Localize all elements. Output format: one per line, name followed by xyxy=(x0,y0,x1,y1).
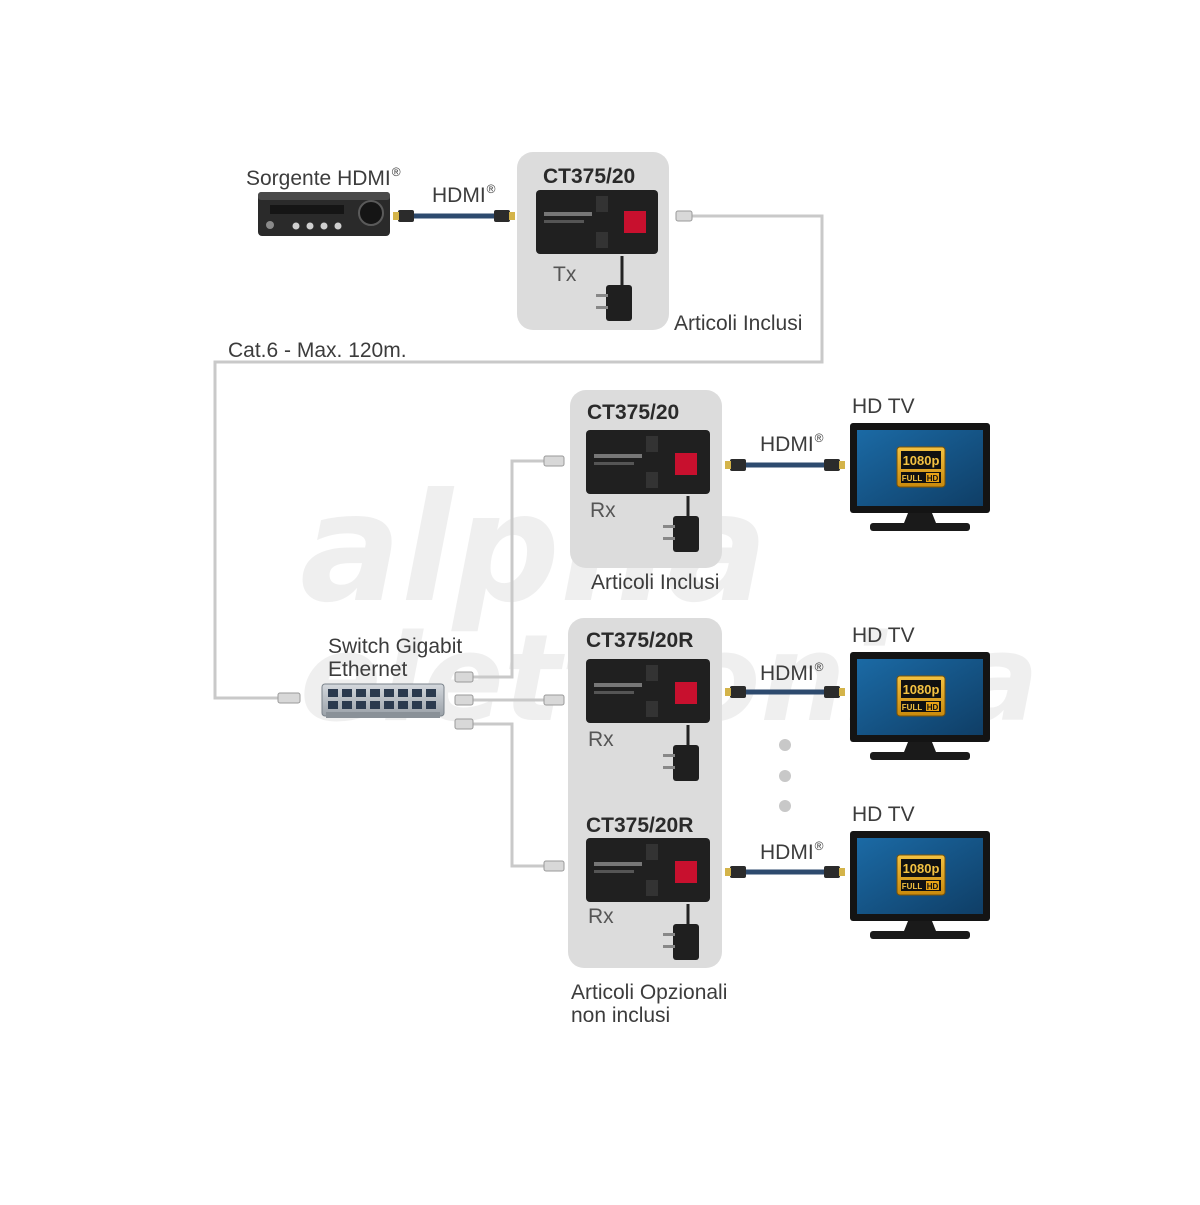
hdmi-cables xyxy=(393,210,845,878)
gigabit-switch xyxy=(321,683,445,718)
hdmi-label-tv-2: HDMI® xyxy=(760,661,824,684)
power-adapter-rx-1 xyxy=(663,496,699,552)
hdmi-label-text: HDMI xyxy=(432,184,486,207)
receiver-model-optional-a: CT375/20R xyxy=(586,629,694,652)
hdtv-label-3: HD TV xyxy=(852,803,915,826)
cat6-cable-receiver-1 xyxy=(470,459,562,679)
hdmi-cable-source xyxy=(393,210,515,222)
hdmi-label-text: HDMI xyxy=(760,433,814,456)
switch-port xyxy=(342,689,352,697)
rx-label-2: Rx xyxy=(588,728,614,751)
switch-port xyxy=(398,689,408,697)
resolution-badge-text: 1080p xyxy=(903,861,940,876)
switch-port xyxy=(426,701,436,709)
included-label-rx: Articoli Inclusi xyxy=(591,571,720,594)
hdmi-label-text: HDMI xyxy=(760,841,814,864)
hdmi-label-source: HDMI® xyxy=(432,183,496,206)
hdmi-label-tv-3: HDMI® xyxy=(760,840,824,863)
switch-port xyxy=(328,701,338,709)
switch-port xyxy=(370,701,380,709)
tx-label: Tx xyxy=(553,263,577,286)
more-receivers-dots xyxy=(779,739,791,812)
registered-mark: ® xyxy=(814,431,824,445)
switch-port xyxy=(356,701,366,709)
switch-port xyxy=(370,689,380,697)
registered-mark: ® xyxy=(814,660,824,674)
hdmi-label-text: HDMI xyxy=(760,662,814,685)
hd-badge-text: HD xyxy=(927,703,939,712)
rx-label-3: Rx xyxy=(588,905,614,928)
hdmi-cable-tv-3 xyxy=(725,866,845,878)
receiver-model-included: CT375/20 xyxy=(587,401,680,424)
power-adapter-tx xyxy=(596,256,632,321)
resolution-badge-text: 1080p xyxy=(903,682,940,697)
registered-mark: ® xyxy=(814,839,824,853)
cat6-cable-receiver-3 xyxy=(470,722,562,868)
switch-port xyxy=(384,689,394,697)
transmitter-device xyxy=(536,190,658,254)
hdtv-label-2: HD TV xyxy=(852,624,915,647)
switch-port xyxy=(342,701,352,709)
registered-mark: ® xyxy=(391,165,401,179)
hdmi-label-tv-1: HDMI® xyxy=(760,432,824,455)
hdmi-cable-tv-2 xyxy=(725,686,845,698)
power-adapters xyxy=(596,256,699,960)
switch-port xyxy=(328,689,338,697)
receiver-device-3 xyxy=(586,838,710,902)
switch-port xyxy=(412,701,422,709)
switch-port xyxy=(412,689,422,697)
rx-label-1: Rx xyxy=(590,499,616,522)
included-label-tx: Articoli Inclusi xyxy=(674,312,803,335)
optional-label-line1: Articoli Opzionali xyxy=(571,981,728,1004)
cat6-cable-main xyxy=(213,214,824,700)
hdtv-label-1: HD TV xyxy=(852,395,915,418)
transmitter-model: CT375/20 xyxy=(543,165,636,188)
resolution-badge-text: 1080p xyxy=(903,453,940,468)
hdmi-source-device xyxy=(258,192,390,236)
rj45-connectors xyxy=(277,210,693,872)
switch-port xyxy=(398,701,408,709)
switch-label-line2: Ethernet xyxy=(328,658,408,681)
hd-badge-text: HD xyxy=(927,882,939,891)
hdmi-cable-tv-1 xyxy=(725,459,845,471)
cable-label: Cat.6 - Max. 120m. xyxy=(228,339,407,362)
full-badge-text: FULL xyxy=(902,882,923,891)
power-adapter-rx-2 xyxy=(663,725,699,781)
switch-port xyxy=(426,689,436,697)
full-badge-text: FULL xyxy=(902,703,923,712)
full-badge-text: FULL xyxy=(902,474,923,483)
receiver-device-1 xyxy=(586,430,710,494)
switch-port xyxy=(384,701,394,709)
receiver-device-2 xyxy=(586,659,710,723)
source-label-text: Sorgente HDMI xyxy=(246,167,391,190)
power-adapter-rx-3 xyxy=(663,904,699,960)
optional-label-line2: non inclusi xyxy=(571,1004,671,1027)
switch-port xyxy=(356,689,366,697)
switch-label-line1: Switch Gigabit xyxy=(328,635,463,658)
source-label: Sorgente HDMI® xyxy=(246,166,401,189)
receiver-model-optional-b: CT375/20R xyxy=(586,814,694,837)
hd-badge-text: HD xyxy=(927,474,939,483)
registered-mark: ® xyxy=(486,182,496,196)
